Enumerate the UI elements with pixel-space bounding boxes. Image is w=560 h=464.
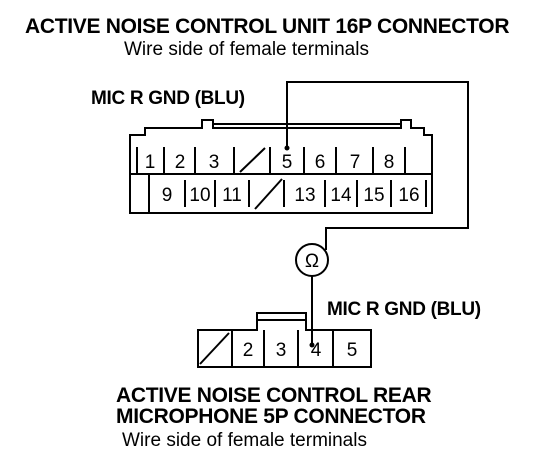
pin-label: 11: [222, 185, 242, 206]
pin-label: 9: [162, 185, 173, 206]
pin-label: 2: [243, 340, 254, 361]
connector-16p-title: ACTIVE NOISE CONTROL UNIT 16P CONNECTOR: [25, 15, 510, 38]
connector-5p-title-line2: MICROPHONE 5P CONNECTOR: [116, 405, 426, 428]
blank-cavity-5p-mark: [199, 332, 230, 365]
wire-label-16p: MIC R GND (BLU): [91, 88, 245, 109]
connector-16p-outline: [129, 119, 433, 214]
connector-5p-title-line1: ACTIVE NOISE CONTROL REAR: [116, 384, 432, 407]
pin-label: 6: [315, 152, 326, 173]
connector-5p-subtitle: Wire side of female terminals: [122, 430, 367, 451]
connector-5p-outline: [197, 312, 372, 368]
ohm-symbol: Ω: [305, 251, 319, 272]
pin-label: 2: [175, 152, 186, 173]
pin-label: 3: [276, 340, 287, 361]
probe-wire-16p: [286, 81, 469, 250]
blank-cavity-12-mark: [254, 178, 283, 210]
pin-label: 15: [363, 185, 384, 206]
pin-label: 4: [311, 340, 322, 361]
pin-label: 3: [209, 152, 220, 173]
pin-label: 1: [145, 152, 156, 173]
pin-label: 16: [398, 185, 419, 206]
pin-label: 8: [384, 152, 395, 173]
blank-cavity-4-mark: [239, 147, 266, 173]
connector-16p-subtitle: Wire side of female terminals: [124, 39, 369, 60]
pin-label: 5: [282, 152, 293, 173]
pin-label: 5: [347, 340, 358, 361]
wire-label-5p: MIC R GND (BLU): [327, 299, 481, 320]
pin-label: 10: [189, 185, 210, 206]
pin-label: 7: [350, 152, 361, 173]
pin-label: 14: [330, 185, 352, 206]
pin-label: 13: [294, 185, 315, 206]
